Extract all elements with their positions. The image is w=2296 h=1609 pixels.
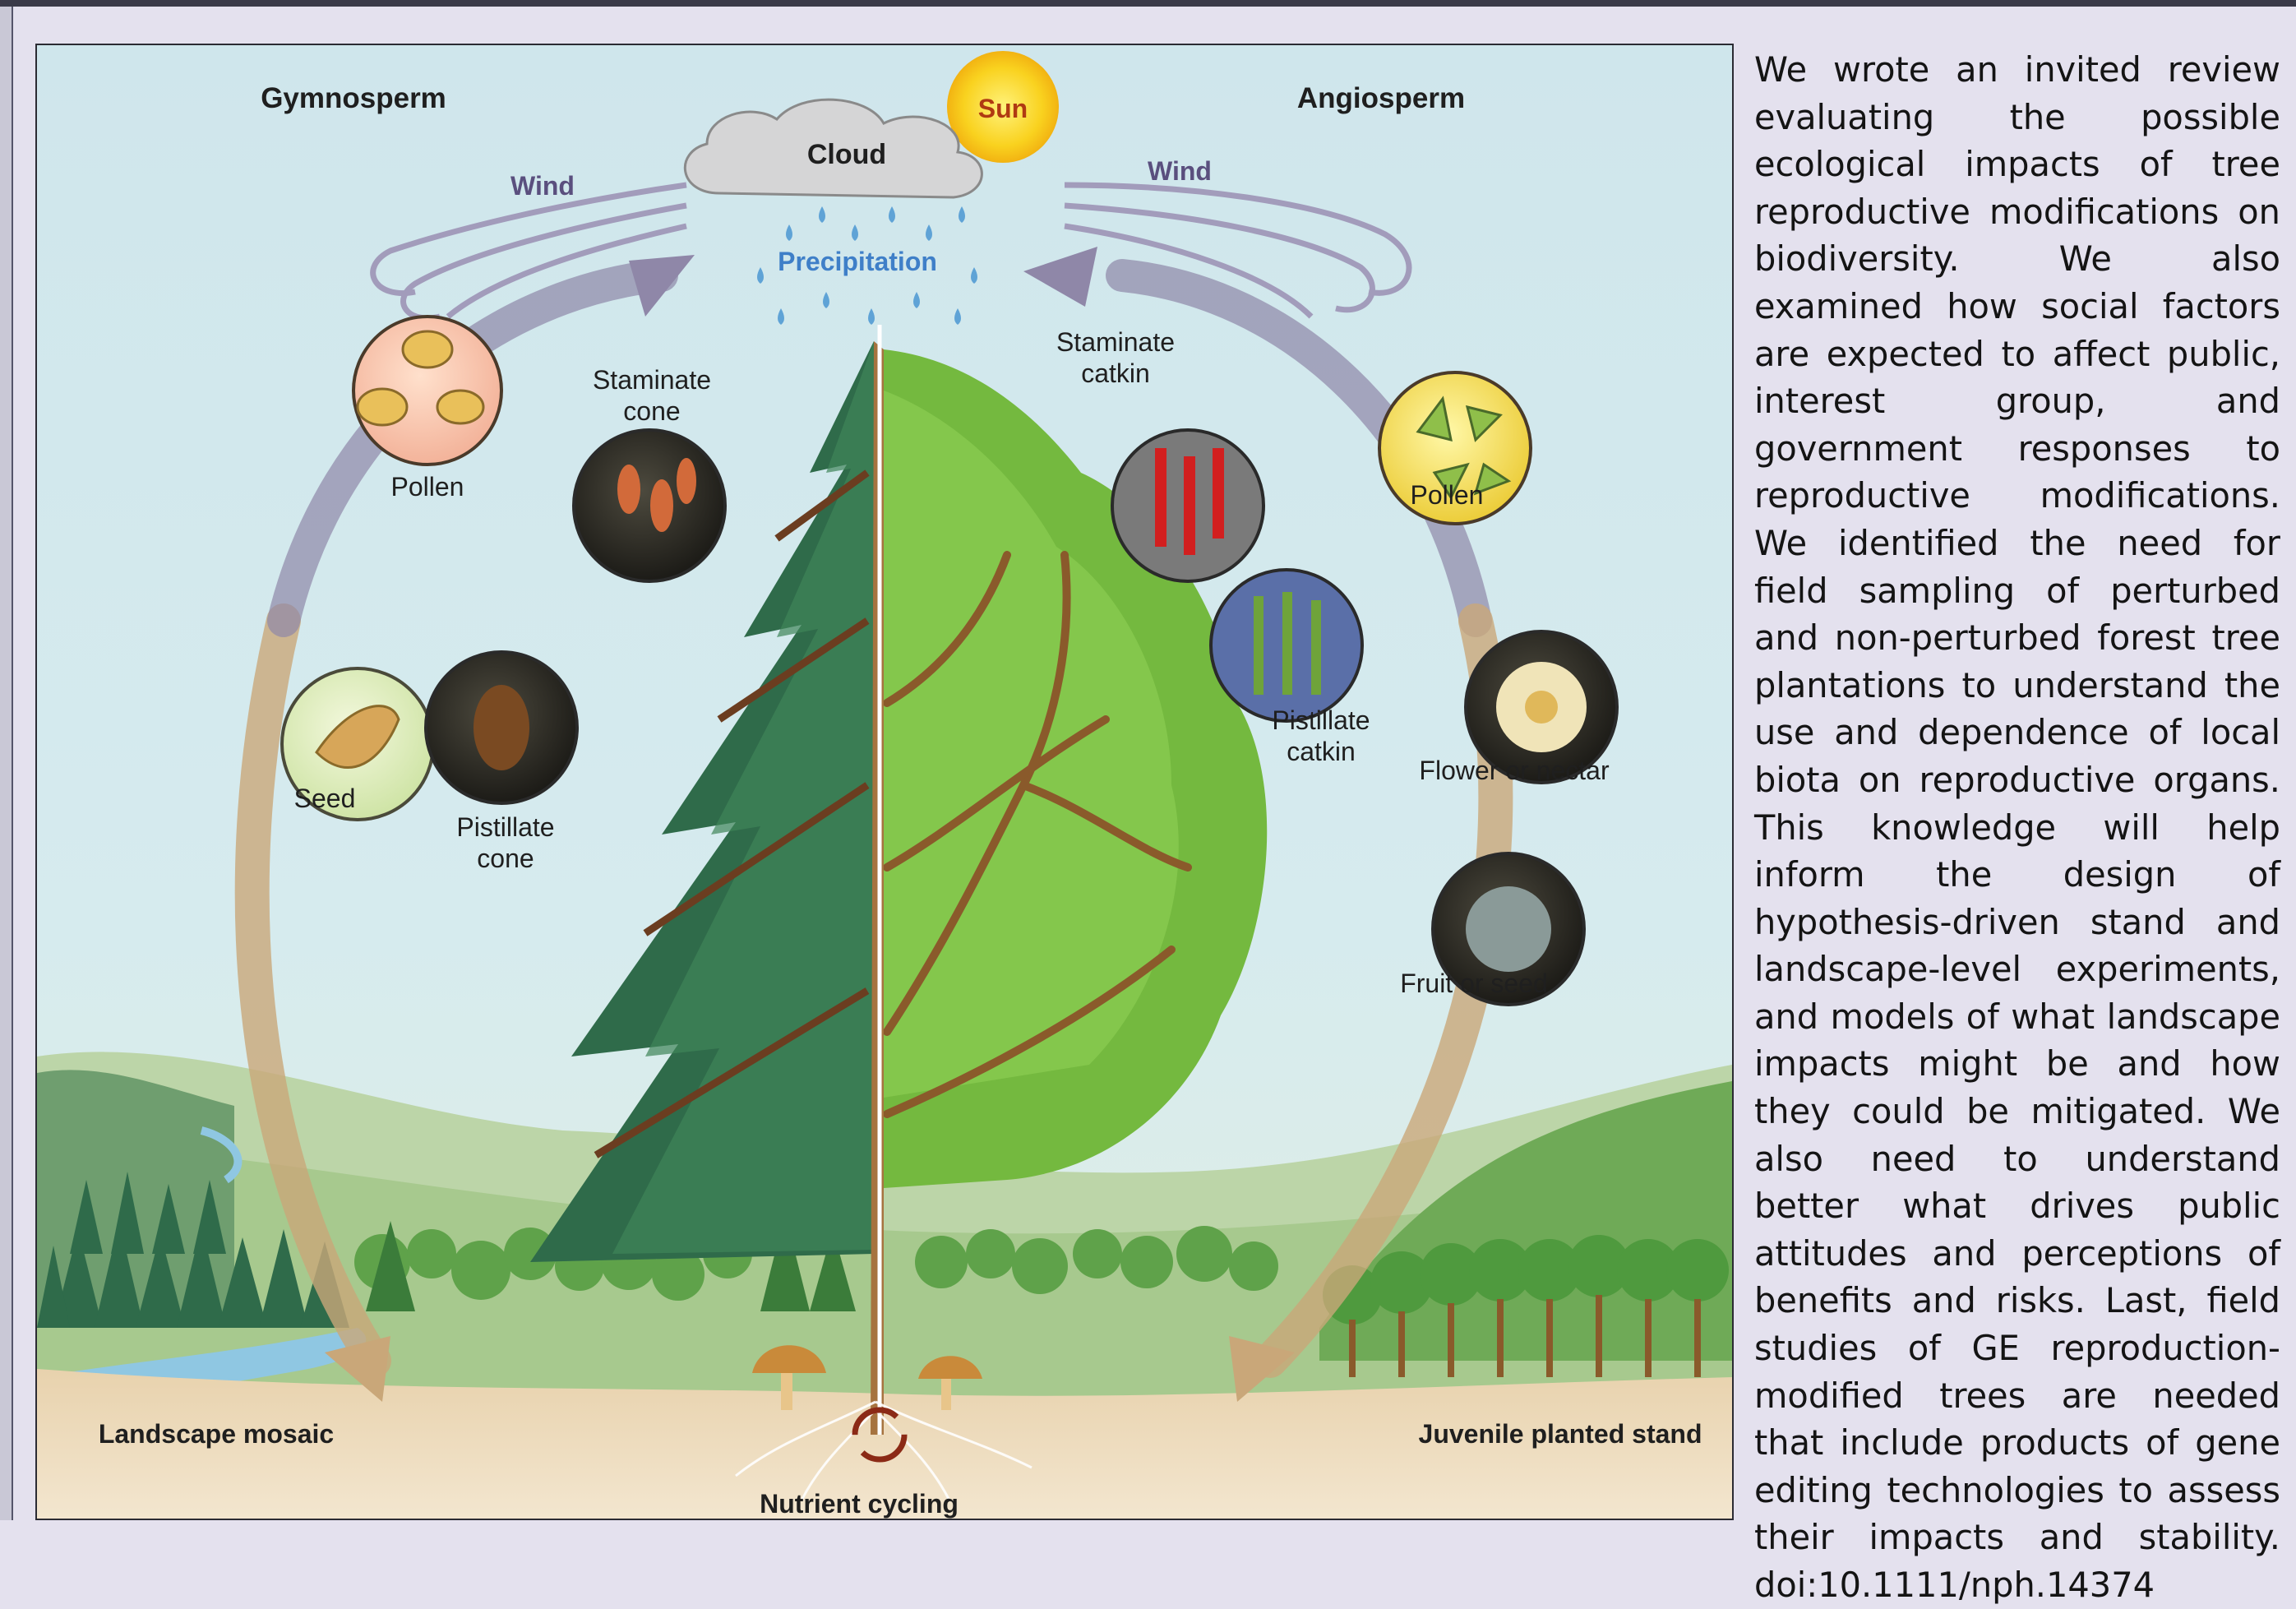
label-staminate-cone-2: cone [623, 396, 680, 426]
label-pistillate-catkin-2: catkin [1287, 737, 1356, 766]
label-juvenile-planted-stand: Juvenile planted stand [1419, 1419, 1702, 1449]
label-cloud: Cloud [807, 139, 886, 170]
label-precipitation: Precipitation [778, 247, 937, 276]
pistillate-catkin-disc [1211, 570, 1362, 721]
review-summary-text: We wrote an invited review evaluating th… [1754, 46, 2280, 1609]
label-pistillate-catkin-1: Pistillate [1272, 705, 1370, 735]
label-staminate-catkin-2: catkin [1081, 358, 1150, 388]
label-nutrient-cycling: Nutrient cycling [760, 1489, 959, 1519]
label-pistillate-cone-1: Pistillate [456, 812, 554, 842]
label-seed: Seed [294, 784, 356, 813]
pollen-disc-left [353, 317, 501, 465]
top-border [0, 0, 2296, 7]
label-landscape-mosaic: Landscape mosaic [99, 1419, 334, 1449]
staminate-catkin-disc [1112, 430, 1263, 581]
label-pollen-left: Pollen [391, 472, 464, 502]
pistillate-cone-disc [426, 652, 577, 803]
label-staminate-cone-1: Staminate [593, 365, 711, 395]
label-flower-or-nectar: Flower or nectar [1419, 756, 1610, 785]
label-fruit-or-seed: Fruit or seed [1400, 969, 1548, 998]
label-gymnosperm: Gymnosperm [261, 82, 446, 114]
ecology-figure: Gymnosperm Angiosperm Sun Cloud Wind Win… [35, 44, 1734, 1520]
label-sun: Sun [978, 94, 1028, 123]
label-pistillate-cone-2: cone [477, 844, 534, 873]
staminate-cone-disc [574, 430, 725, 581]
label-staminate-catkin-1: Staminate [1056, 327, 1175, 357]
label-angiosperm: Angiosperm [1297, 82, 1465, 114]
label-wind-left: Wind [510, 171, 575, 201]
label-pollen-right: Pollen [1411, 480, 1484, 510]
left-border [0, 7, 13, 1520]
label-wind-right: Wind [1148, 156, 1212, 186]
